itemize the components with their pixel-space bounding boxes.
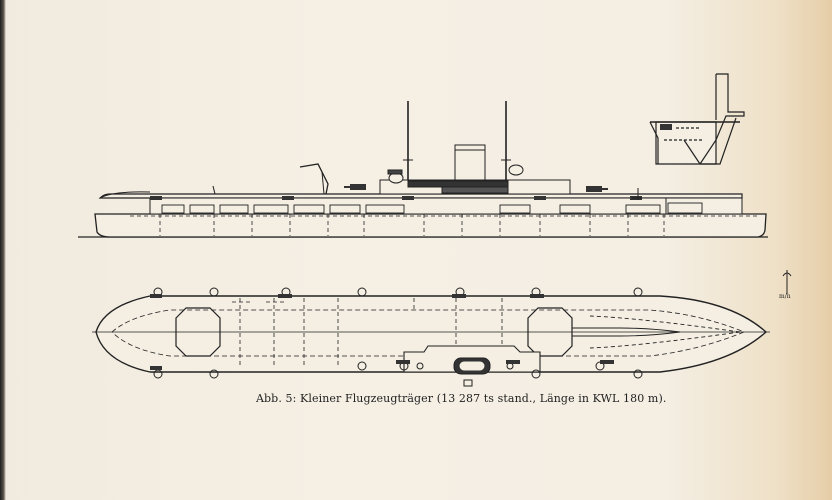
scale-mark: m/n: [779, 270, 792, 300]
island-superstructure: [379, 101, 571, 195]
figure-title: Kleiner Flugzeugträger (13 287 ts stand.…: [300, 392, 667, 405]
side-openings: [161, 202, 703, 214]
aft-lift: [527, 307, 573, 357]
page-binding-edge: [0, 0, 6, 500]
hull-side: [94, 213, 767, 238]
scale-mark-text: m/n: [779, 293, 791, 300]
hangar-side: [149, 197, 671, 215]
flight-deck-side: [98, 193, 743, 199]
funnel: [454, 144, 486, 181]
figure-caption: Abb. 5: Kleiner Flugzeugträger (13 287 t…: [256, 392, 666, 405]
fore-lift: [175, 307, 221, 357]
side-elevation-view: [78, 101, 768, 238]
bow-tip: [99, 191, 151, 199]
hull-outline-dashed: [111, 309, 746, 357]
aircraft-crane: [299, 163, 329, 195]
plan-view: [92, 287, 770, 387]
figure-number: Abb. 5:: [256, 392, 297, 405]
internal-frames: [130, 214, 760, 236]
section-view: [649, 73, 745, 165]
stern-structure: [665, 197, 743, 215]
